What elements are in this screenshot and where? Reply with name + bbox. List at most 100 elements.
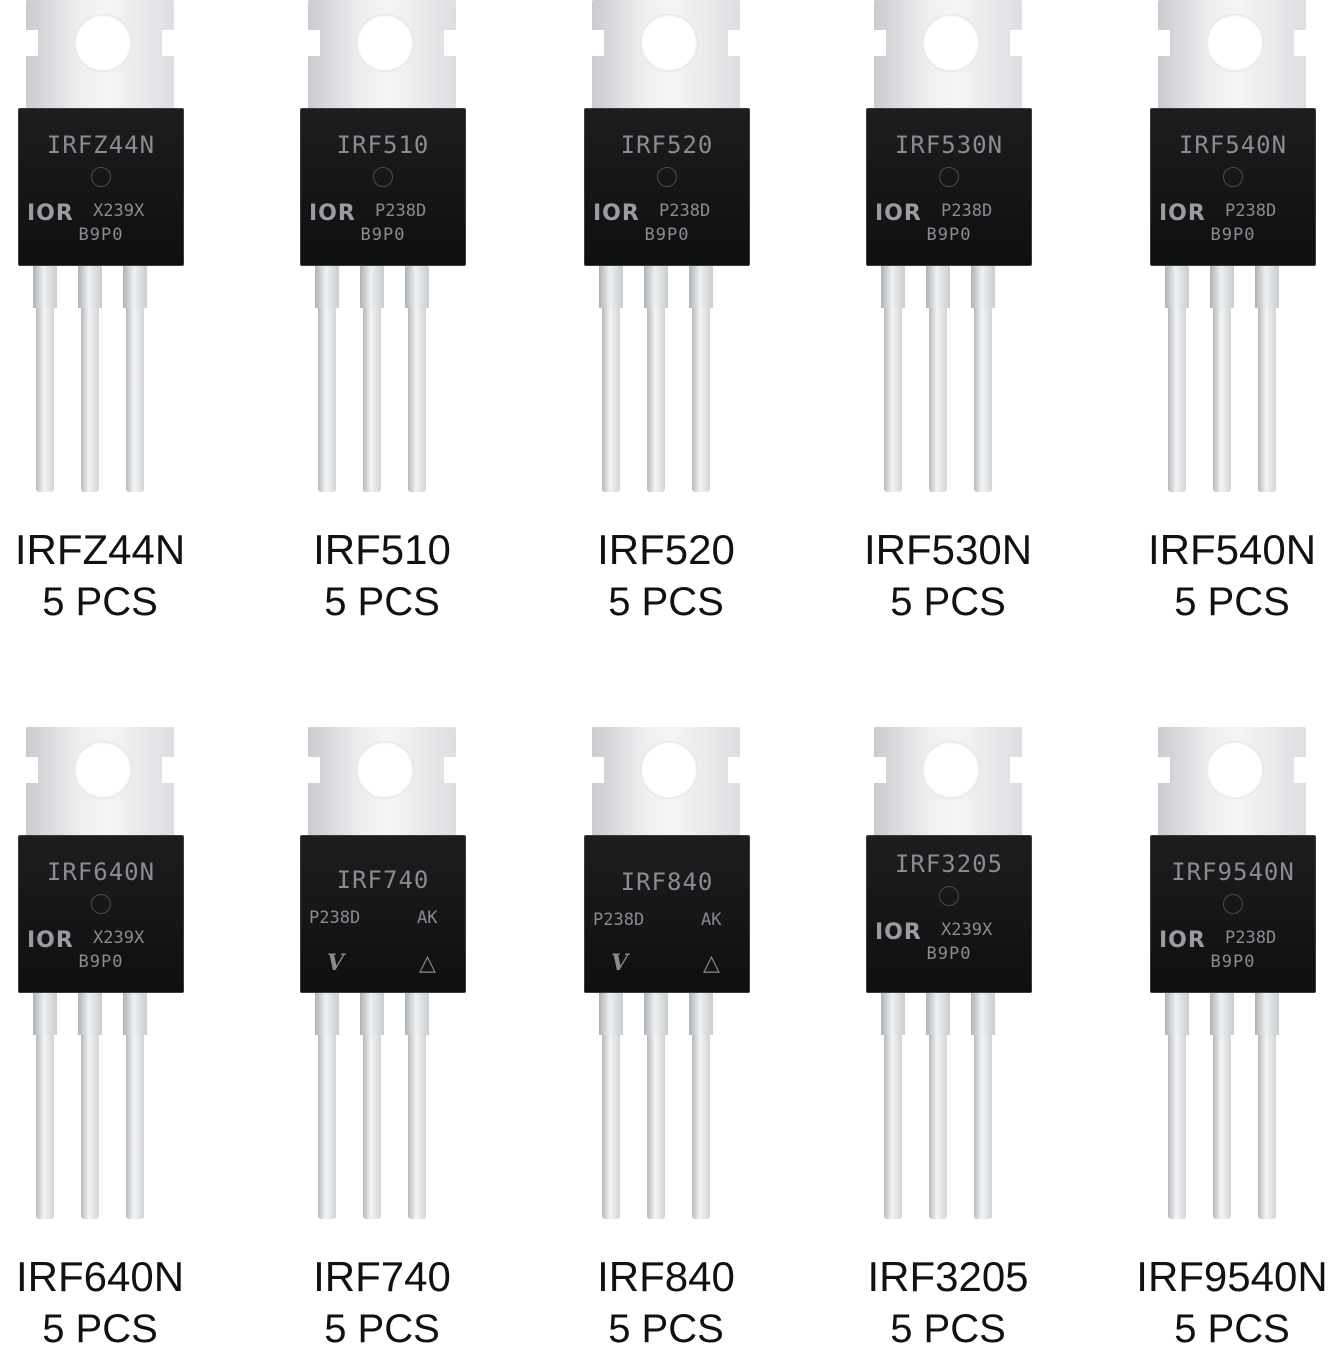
marking-date-code: X239X [93,201,145,221]
package-body: IRF510 IOR P238D B9P0 [300,108,466,266]
marking-date-code: P238D [309,908,361,928]
lead-gate [33,266,57,492]
lead-drain [926,993,950,1219]
tab-notch [1010,30,1022,56]
marking-date-code: P238D [659,201,711,221]
part-name-label: IRF740 [313,1253,451,1300]
mold-dot-icon [1223,894,1243,914]
marking-date-code: P238D [1225,201,1277,221]
lead-source [689,993,713,1219]
lead-drain [78,993,102,1219]
marking-date-code: P238D [375,201,427,221]
ior-logo: IOR [593,201,640,226]
part-quantity-label: 5 PCS [1174,580,1290,624]
transistor-irf540n: IRF540N IOR P238D B9P0 IRF540N 5 PCS [1122,0,1341,624]
package-body: IRF840 P238D AK V △ [584,835,750,993]
part-name-label: IRF3205 [867,1253,1029,1300]
transistor-irf9540n: IRF9540N IOR P238D B9P0 IRF9540N 5 PCS [1122,727,1341,1351]
marking-part-number: IRF530N [894,131,1004,159]
tab-notch [728,757,740,783]
package-body: IRF520 IOR P238D B9P0 [584,108,750,266]
marking-date-code: X239X [93,928,145,948]
lead-source [1255,993,1279,1219]
lead-drain [360,266,384,492]
marking-assembly-code: AK [701,910,722,930]
marking-part-number: IRF840 [620,868,714,896]
mold-dot-icon [91,894,111,914]
lead-gate [33,993,57,1219]
mounting-hole [922,741,980,799]
lead-drain [644,993,668,1219]
ior-logo: IOR [875,201,922,226]
marking-part-number: IRF740 [336,866,430,894]
mounting-hole [356,741,414,799]
warning-triangle-icon: △ [703,950,720,975]
part-name-label: IRF840 [597,1253,735,1300]
marking-part-number: IRF9540N [1171,858,1295,886]
ior-logo: IOR [27,928,74,953]
mounting-hole [1206,741,1264,799]
marking-lot-code: B9P0 [1210,952,1256,972]
marking-date-code: P238D [941,201,993,221]
tab-notch [1294,757,1306,783]
marking-lot-code: B9P0 [926,225,972,245]
mold-dot-icon [373,167,393,187]
mold-dot-icon [939,886,959,906]
lead-gate [315,266,339,492]
lead-drain [644,266,668,492]
tab-notch [444,757,456,783]
lead-gate [599,266,623,492]
part-name-label: IRF510 [313,526,451,573]
lead-drain [360,993,384,1219]
transistor-irf510: IRF510 IOR P238D B9P0 IRF510 5 PCS [272,0,492,624]
vishay-logo-icon: V [327,950,345,976]
part-quantity-label: 5 PCS [324,580,440,624]
ior-logo: IOR [309,201,356,226]
marking-lot-code: B9P0 [360,225,406,245]
lead-source [123,993,147,1219]
marking-lot-code: B9P0 [644,225,690,245]
lead-drain [1210,993,1234,1219]
package-body: IRFZ44N IOR X239X B9P0 [18,108,184,266]
lead-gate [881,266,905,492]
marking-part-number: IRF510 [336,131,430,159]
marking-date-code: P238D [1225,928,1277,948]
ior-logo: IOR [1159,201,1206,226]
ior-logo: IOR [27,201,74,226]
marking-part-number: IRF540N [1178,131,1288,159]
lead-gate [881,993,905,1219]
tab-notch [1010,757,1022,783]
lead-gate [1165,266,1189,492]
tab-notch [728,30,740,56]
mounting-hole [640,14,698,72]
part-name-label: IRFZ44N [14,526,186,573]
part-name-label: IRF530N [863,526,1033,573]
lead-gate [1165,993,1189,1219]
lead-source [405,266,429,492]
lead-drain [1210,266,1234,492]
marking-part-number: IRFZ44N [46,131,156,159]
tab-notch [592,30,604,56]
part-quantity-label: 5 PCS [608,1307,724,1351]
part-quantity-label: 5 PCS [890,580,1006,624]
lead-source [971,993,995,1219]
part-quantity-label: 5 PCS [608,580,724,624]
mounting-hole [640,741,698,799]
tab-notch [874,30,886,56]
tab-notch [162,757,174,783]
package-body: IRF9540N IOR P238D B9P0 [1150,835,1316,993]
mold-dot-icon [939,167,959,187]
part-quantity-label: 5 PCS [324,1307,440,1351]
mold-dot-icon [1223,167,1243,187]
mounting-hole [74,14,132,72]
tab-notch [444,30,456,56]
mounting-hole [922,14,980,72]
tab-notch [1294,30,1306,56]
part-name-label: IRF9540N [1136,1253,1328,1300]
lead-source [971,266,995,492]
marking-date-code: P238D [593,910,645,930]
part-name-label: IRF540N [1147,526,1317,573]
marking-lot-code: B9P0 [78,952,124,972]
marking-lot-code: B9P0 [78,225,124,245]
